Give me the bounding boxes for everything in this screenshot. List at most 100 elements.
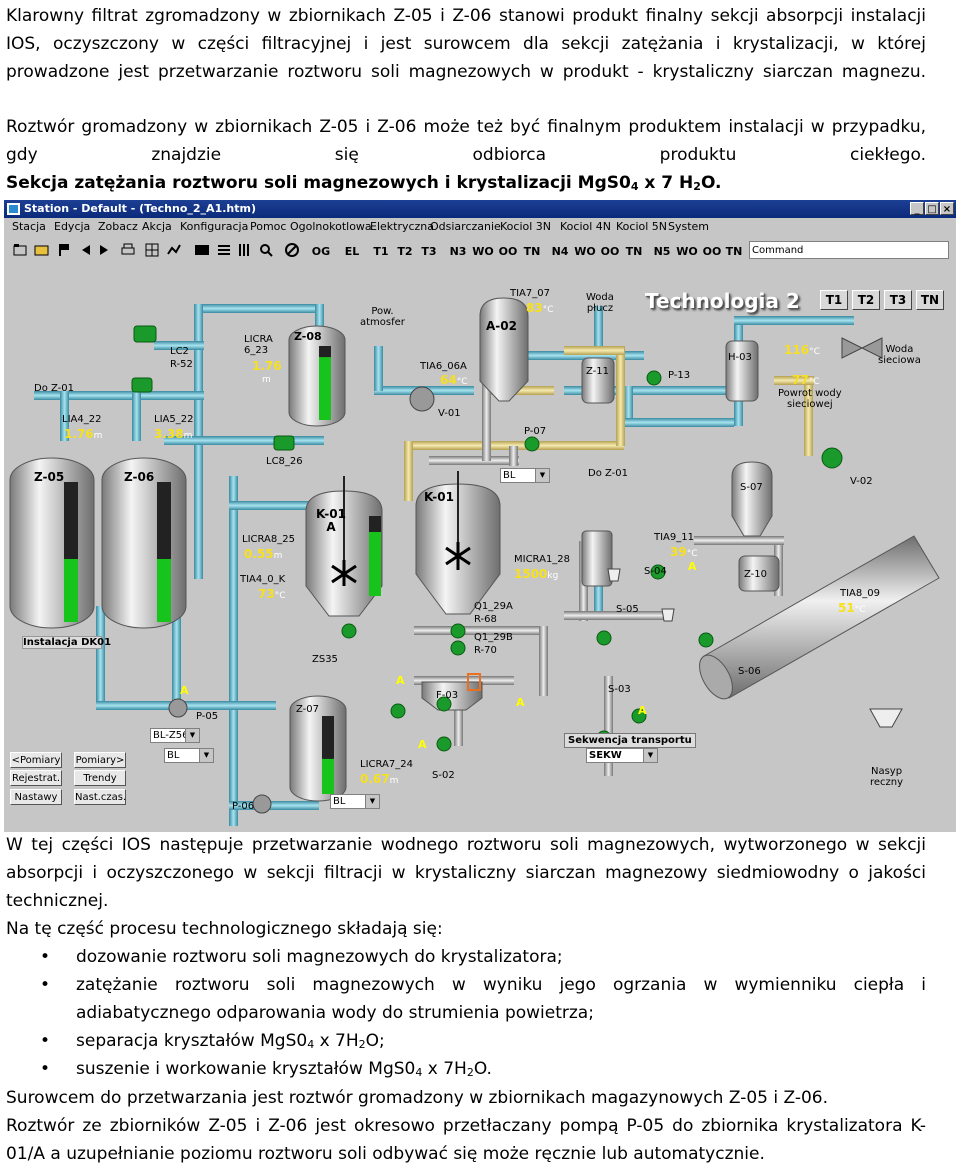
process-steps-list: •dozowanie roztworu soli magnezowych do …	[6, 943, 926, 1083]
menu-pomoc[interactable]: Pomoc	[250, 220, 287, 233]
value-lia4: 1.76m	[64, 427, 103, 442]
menu-elektryczna[interactable]: Elektryczna	[370, 220, 435, 233]
no-entry-icon[interactable]	[284, 242, 300, 258]
label-s03: S-03	[608, 684, 631, 695]
toolbar-oo-3[interactable]: OO	[498, 245, 518, 258]
tank-z08	[288, 325, 346, 427]
close-button[interactable]: ×	[940, 202, 954, 215]
rejestrat-button[interactable]: Rejestrat.	[10, 770, 62, 786]
list-item: •zatężanie roztworu soli magnezowych w w…	[40, 975, 926, 1023]
menu-ogolnokotlowa[interactable]: Ogolnokotlowa	[290, 220, 372, 233]
list-icon[interactable]	[216, 242, 232, 258]
label-dk01: Instalacja DK01	[22, 636, 112, 649]
label-p05: P-05	[196, 711, 219, 722]
tab-tn[interactable]: TN	[916, 290, 944, 310]
label-licra7: LICRA7_24	[360, 759, 413, 770]
grid-icon[interactable]	[144, 242, 160, 258]
command-label: Command	[752, 245, 804, 256]
print-icon[interactable]	[120, 242, 136, 258]
level-fill-z07	[322, 758, 334, 794]
toolbar-og[interactable]: OG	[311, 245, 331, 258]
label-k01a: K-01 A	[316, 507, 346, 534]
label-tia9: TIA9_11	[654, 532, 694, 543]
toolbar-tn-3[interactable]: TN	[523, 245, 541, 258]
select-bl-1[interactable]: BL▼	[500, 468, 550, 483]
mail-icon[interactable]	[194, 242, 210, 258]
menu-akcja[interactable]: Akcja	[142, 220, 172, 233]
select-bl-z56[interactable]: BL-Z56▼	[150, 728, 200, 743]
chart-icon[interactable]	[166, 242, 182, 258]
toolbar-t2[interactable]: T2	[397, 245, 413, 258]
menu-zobacz[interactable]: Zobacz	[98, 220, 138, 233]
label-p06: P-06	[232, 801, 255, 812]
tank-z06	[101, 457, 187, 629]
section-heading: Sekcja zatężania roztworu soli magnezowy…	[6, 173, 722, 193]
tank-z05	[9, 457, 95, 629]
toolbar-tn-4[interactable]: TN	[625, 245, 643, 258]
toolbar-t3[interactable]: T3	[421, 245, 437, 258]
nast-czas-button[interactable]: Nast.czas.	[74, 789, 126, 805]
level-fill-z06	[157, 559, 171, 622]
command-field[interactable]: Command	[749, 241, 949, 259]
toolbar-wo-3[interactable]: WO	[472, 245, 494, 258]
auto-mark-2: A	[396, 674, 405, 687]
label-r52: R-52	[170, 359, 193, 370]
label-do-z01b: Do Z-01	[588, 468, 629, 479]
label-lc8: LC8_26	[266, 456, 303, 467]
toolbar-t1[interactable]: T1	[373, 245, 389, 258]
toolbar-el[interactable]: EL	[344, 245, 360, 258]
search-icon[interactable]	[258, 242, 274, 258]
tank-z07	[289, 695, 347, 802]
bars-icon[interactable]	[236, 242, 252, 258]
pomiary-next-button[interactable]: Pomiary>	[74, 752, 126, 768]
toolbar-wo-4[interactable]: WO	[574, 245, 596, 258]
pomiary-prev-button[interactable]: <Pomiary	[10, 752, 62, 768]
folder-icon[interactable]	[34, 242, 50, 258]
process-canvas: Technologia 2 T1 T2 T3 TN LC2 R-52 Do Z-…	[4, 286, 956, 832]
manual-hopper-icon	[869, 708, 903, 728]
menu-kociol3n[interactable]: Kociol 3N	[500, 220, 552, 233]
flag-icon[interactable]	[56, 242, 72, 258]
nastawy-button[interactable]: Nastawy	[10, 789, 62, 805]
label-f03: F-03	[436, 690, 459, 701]
tab-t1[interactable]: T1	[820, 290, 848, 310]
menu-stacja[interactable]: Stacja	[12, 220, 46, 233]
forward-icon[interactable]	[96, 242, 112, 258]
fan-v01-icon	[409, 386, 435, 412]
label-s02: S-02	[432, 770, 455, 781]
minimize-button[interactable]: _	[910, 202, 924, 215]
menu-konfiguracja[interactable]: Konfiguracja	[180, 220, 249, 233]
crystallizer-k01	[415, 471, 501, 615]
select-sekw[interactable]: SEKW▼	[586, 748, 658, 763]
toolbar-tn-5[interactable]: TN	[725, 245, 743, 258]
hopper	[581, 530, 613, 587]
menu-system[interactable]: System	[668, 220, 710, 233]
trendy-button[interactable]: Trendy	[74, 770, 126, 786]
toolbar-oo-4[interactable]: OO	[600, 245, 620, 258]
select-bl-3[interactable]: BL▼	[330, 794, 380, 809]
menu-odsiarczanie[interactable]: Odsiarczanie	[430, 220, 501, 233]
label-lia5: LIA5_22	[154, 414, 194, 425]
toolbar-n4[interactable]: N4	[551, 245, 569, 258]
select-bl-2[interactable]: BL▼	[164, 748, 214, 763]
toolbar-wo-5[interactable]: WO	[676, 245, 698, 258]
toolbar-n5[interactable]: N5	[653, 245, 671, 258]
list-item: •suszenie i workowanie kryształów MgS04 …	[40, 1059, 492, 1079]
back-icon[interactable]	[78, 242, 94, 258]
open-icon[interactable]	[12, 242, 28, 258]
tab-t2[interactable]: T2	[852, 290, 880, 310]
list-item: •dozowanie roztworu soli magnezowych do …	[40, 947, 563, 967]
tab-t3[interactable]: T3	[884, 290, 912, 310]
level-fill-k01a	[369, 532, 381, 596]
label-sekwencja: Sekwencja transportu	[564, 733, 696, 748]
menu-kociol5n[interactable]: Kociol 5N	[616, 220, 668, 233]
list-item: •separacja kryształów MgS04 x 7H2O;	[40, 1031, 385, 1051]
label-q129b: Q1_29B	[474, 632, 513, 643]
toolbar-n3[interactable]: N3	[449, 245, 467, 258]
menu-edycja[interactable]: Edycja	[54, 220, 91, 233]
menu-kociol4n[interactable]: Kociol 4N	[560, 220, 612, 233]
maximize-button[interactable]: □	[925, 202, 939, 215]
label-zs35: ZS35	[312, 654, 338, 665]
toolbar-oo-5[interactable]: OO	[702, 245, 722, 258]
label-v01: V-01	[438, 408, 461, 419]
